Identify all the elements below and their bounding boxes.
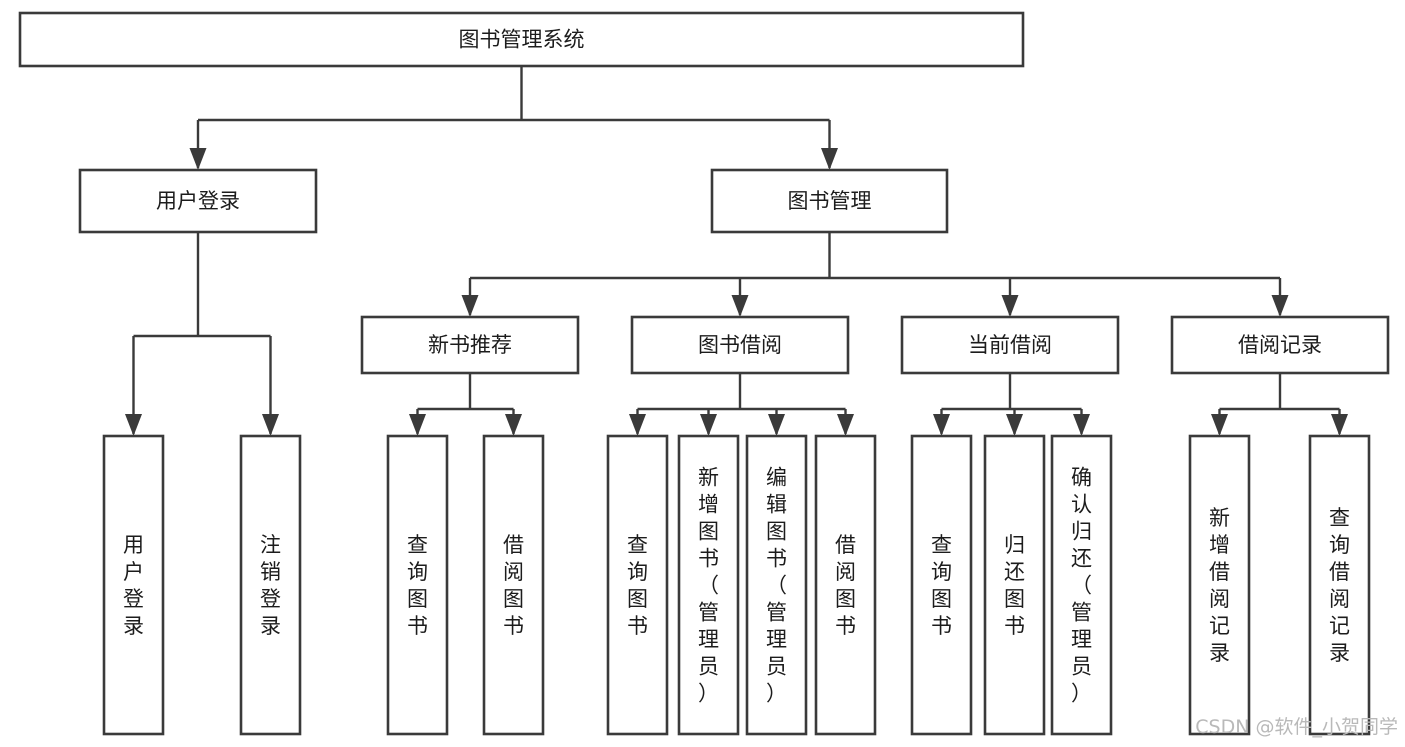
connector-group-current-borrow xyxy=(933,373,1090,436)
node-box-leaf-br-query-record[interactable] xyxy=(1308,434,1371,736)
node-leaf-rec-query-book[interactable]: 查询图书 xyxy=(386,434,449,736)
connector-group-new-book-rec xyxy=(409,373,522,436)
node-leaf-user-login[interactable]: 用户登录 xyxy=(102,434,165,736)
node-leaf-cb-confirm-return[interactable]: 确认归还（管理员） xyxy=(1050,434,1113,736)
node-box-leaf-rec-query-book[interactable] xyxy=(386,434,449,736)
node-label-leaf-cb-return-book: 归还图书 xyxy=(1004,533,1025,638)
node-label-root: 图书管理系统 xyxy=(459,28,585,52)
connector-layer xyxy=(125,66,1348,436)
node-book-borrow[interactable]: 图书借阅 xyxy=(630,315,850,375)
node-box-book-borrow[interactable] xyxy=(630,315,850,375)
node-leaf-cb-return-book[interactable]: 归还图书 xyxy=(983,434,1046,736)
node-label-leaf-bb-add-book: 新增图书（管理员） xyxy=(698,466,719,706)
node-leaf-br-query-record[interactable]: 查询借阅记录 xyxy=(1308,434,1371,736)
node-label-leaf-user-logout: 注销登录 xyxy=(260,533,281,638)
node-label-new-book-rec: 新书推荐 xyxy=(428,333,512,357)
node-box-leaf-bb-query-book[interactable] xyxy=(606,434,669,736)
node-new-book-rec[interactable]: 新书推荐 xyxy=(360,315,580,375)
node-box-leaf-br-add-record[interactable] xyxy=(1188,434,1251,736)
node-leaf-cb-query-book[interactable]: 查询图书 xyxy=(910,434,973,736)
node-label-user-login: 用户登录 xyxy=(156,189,240,213)
node-book-manage[interactable]: 图书管理 xyxy=(710,168,949,234)
node-layer: 图书管理系统用户登录图书管理新书推荐图书借阅当前借阅借阅记录用户登录注销登录查询… xyxy=(18,11,1390,736)
node-box-root[interactable] xyxy=(18,11,1025,68)
node-root[interactable]: 图书管理系统 xyxy=(18,11,1025,68)
node-label-leaf-cb-query-book: 查询图书 xyxy=(931,533,952,638)
connector-group-book-manage xyxy=(461,232,1289,317)
node-label-current-borrow: 当前借阅 xyxy=(968,333,1052,357)
node-box-leaf-bb-edit-book[interactable] xyxy=(745,434,808,736)
node-box-leaf-bb-borrow-book[interactable] xyxy=(814,434,877,736)
node-box-current-borrow[interactable] xyxy=(900,315,1120,375)
node-label-borrow-record: 借阅记录 xyxy=(1238,333,1322,357)
node-box-leaf-bb-add-book[interactable] xyxy=(677,434,740,736)
node-label-leaf-bb-query-book: 查询图书 xyxy=(627,533,648,638)
node-box-leaf-cb-confirm-return[interactable] xyxy=(1050,434,1113,736)
node-label-leaf-bb-edit-book: 编辑图书（管理员） xyxy=(766,466,787,706)
node-box-leaf-cb-return-book[interactable] xyxy=(983,434,1046,736)
node-leaf-bb-edit-book[interactable]: 编辑图书（管理员） xyxy=(745,434,808,736)
connector-group-book-borrow xyxy=(629,373,854,436)
node-label-leaf-br-add-record: 新增借阅记录 xyxy=(1209,506,1230,665)
node-leaf-br-add-record[interactable]: 新增借阅记录 xyxy=(1188,434,1251,736)
node-label-leaf-rec-query-book: 查询图书 xyxy=(407,533,428,638)
node-box-book-manage[interactable] xyxy=(710,168,949,234)
node-user-login[interactable]: 用户登录 xyxy=(78,168,318,234)
node-box-new-book-rec[interactable] xyxy=(360,315,580,375)
node-box-borrow-record[interactable] xyxy=(1170,315,1390,375)
node-borrow-record[interactable]: 借阅记录 xyxy=(1170,315,1390,375)
node-label-book-borrow: 图书借阅 xyxy=(698,333,782,357)
node-box-leaf-rec-borrow-book[interactable] xyxy=(482,434,545,736)
node-label-leaf-cb-confirm-return: 确认归还（管理员） xyxy=(1071,466,1092,706)
connector-group-root xyxy=(189,66,838,170)
node-label-leaf-br-query-record: 查询借阅记录 xyxy=(1329,506,1350,665)
node-leaf-user-logout[interactable]: 注销登录 xyxy=(239,434,302,736)
watermark-label: CSDN @软件_小贺同学 xyxy=(1195,716,1398,738)
connector-group-borrow-record xyxy=(1211,373,1348,436)
node-leaf-bb-add-book[interactable]: 新增图书（管理员） xyxy=(677,434,740,736)
node-label-leaf-rec-borrow-book: 借阅图书 xyxy=(503,533,524,638)
node-leaf-rec-borrow-book[interactable]: 借阅图书 xyxy=(482,434,545,736)
node-label-book-manage: 图书管理 xyxy=(788,189,872,213)
node-box-leaf-user-login[interactable] xyxy=(102,434,165,736)
node-current-borrow[interactable]: 当前借阅 xyxy=(900,315,1120,375)
node-label-leaf-user-login: 用户登录 xyxy=(123,533,144,638)
connector-group-user-login xyxy=(125,232,279,436)
node-box-user-login[interactable] xyxy=(78,168,318,234)
node-leaf-bb-query-book[interactable]: 查询图书 xyxy=(606,434,669,736)
node-label-leaf-bb-borrow-book: 借阅图书 xyxy=(835,533,856,638)
node-box-leaf-user-logout[interactable] xyxy=(239,434,302,736)
node-leaf-bb-borrow-book[interactable]: 借阅图书 xyxy=(814,434,877,736)
node-box-leaf-cb-query-book[interactable] xyxy=(910,434,973,736)
